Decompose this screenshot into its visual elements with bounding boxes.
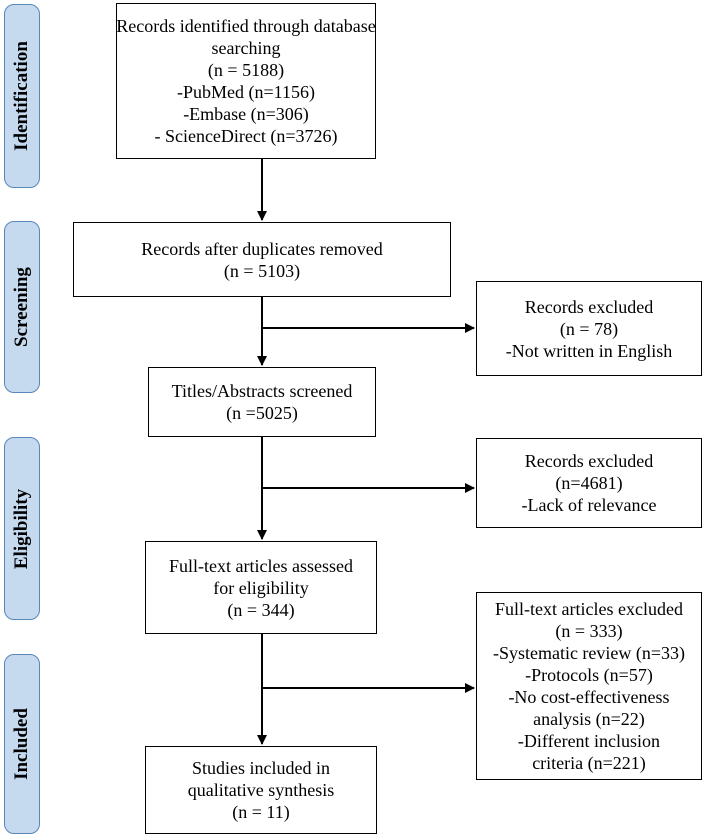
box-excluded-relevance: Records excluded (n=4681) -Lack of relev… bbox=[476, 438, 702, 528]
box-titles-screened: Titles/Abstracts screened (n =5025) bbox=[148, 367, 376, 437]
box-fulltext-excluded: Full-text articles excluded (n = 333) -S… bbox=[476, 592, 702, 780]
phase-eligibility: Eligibility bbox=[4, 437, 40, 620]
box-excluded-language: Records excluded (n = 78) -Not written i… bbox=[476, 281, 702, 376]
box-records-identified: Records identified through database sear… bbox=[116, 3, 376, 159]
box-studies-included: Studies included in qualitative synthesi… bbox=[145, 746, 377, 834]
box-duplicates-removed: Records after duplicates removed (n = 51… bbox=[73, 222, 451, 297]
phase-included: Included bbox=[4, 654, 40, 834]
phase-screening: Screening bbox=[4, 221, 40, 393]
phase-identification: Identification bbox=[4, 4, 40, 188]
box-fulltext-assessed: Full-text articles assessed for eligibil… bbox=[145, 541, 377, 634]
